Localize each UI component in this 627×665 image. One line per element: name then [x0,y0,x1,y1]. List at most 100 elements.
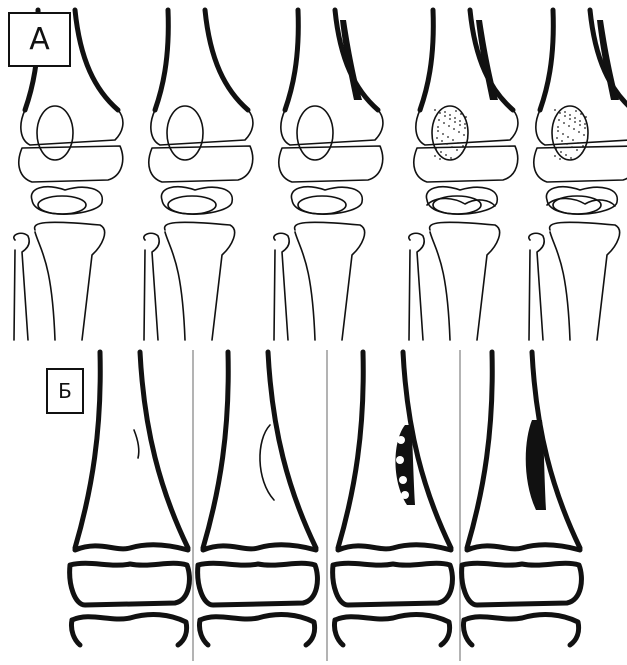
stipple-dot [561,140,563,142]
stipple-dot [456,149,458,151]
stipple-dot [569,114,571,116]
lesion-solid [526,420,546,510]
stipple-dot [579,124,581,126]
stipple-dot [563,122,565,124]
stipple-dot [574,121,576,123]
stipple-dot [453,128,455,130]
stage-b-1 [70,352,190,645]
panel-b-drawings [70,350,582,661]
femur-shaft-right [268,352,316,548]
epiphysis [70,563,190,605]
condyle-lesion-oval [37,106,73,160]
femur-shaft-left [420,10,433,110]
stipple-dot [565,154,567,156]
stage-a-2 [144,10,253,340]
stipple-dot [570,157,572,159]
panel-b-label: Б [46,368,84,414]
stipple-dot [439,158,441,160]
tibia-right-edge [550,222,620,340]
stipple-dot [451,146,453,148]
stipple-dot [464,127,466,129]
stipple-dot [450,157,452,159]
femur-shaft-left [540,10,553,110]
epiphysis [198,563,318,605]
epiphysis-inner [298,196,346,214]
stipple-dot [559,112,561,114]
condyle-lesion-oval [552,106,588,160]
stipple-dot [437,126,439,128]
tibia-right-edge [430,222,500,340]
fibula-shaft [409,250,410,340]
stipple-dot [460,113,462,115]
femoral-metaphysis [536,110,627,145]
stipple-dot [574,117,576,119]
stage-a-3 [274,10,383,340]
stipple-dot [584,123,586,125]
stipple-dot [585,116,587,118]
stipple-dot [444,115,446,117]
epiphysis-inner [168,196,216,214]
stipple-dot [434,155,436,157]
stipple-dot [445,154,447,156]
femoral-epiphysis [19,146,123,182]
stipple-dot [452,139,454,141]
stipple-dot [558,119,560,121]
stipple-dot [462,145,464,147]
tibia-right-edge [35,222,105,340]
stipple-dot [449,114,451,116]
stipple-dot [444,111,446,113]
femur-shaft-right [205,10,248,110]
stipple-dot [581,152,583,154]
physis-line [338,545,451,550]
stipple-dot [562,133,564,135]
fibula-head [409,233,424,340]
tibia-left-edge [165,232,185,340]
stipple-dot [455,110,457,112]
tibial-plateau [335,615,450,645]
panel-a-label: А [8,12,71,67]
tibial-plateau-left [334,620,343,645]
stipple-dot [579,120,581,122]
tibial-plateau [464,615,579,645]
stipple-dot [573,128,575,130]
femoral-epiphysis [279,146,383,182]
stipple-dot [454,117,456,119]
stipple-dot [459,124,461,126]
femur-shaft-left [155,10,168,110]
stipple-dot [434,109,436,111]
epiphysis [462,563,582,605]
stage-a-4 [409,10,518,340]
tibia-left-edge [295,232,315,340]
femur-shaft-left [338,352,363,548]
stipple-dot [443,122,445,124]
tibia-left-edge [35,232,55,340]
fibula-shaft [144,250,145,340]
fibula-head [274,233,289,340]
stipple-dot [436,137,438,139]
stage-b-2 [198,352,318,645]
stipple-dot [555,148,557,150]
lesion-lucency [397,436,405,444]
stipple-dot [439,112,441,114]
stipple-dot [560,151,562,153]
fibula-shaft [274,250,275,340]
stipple-dot [554,109,556,111]
femoral-epiphysis [414,146,518,182]
stage-a-5 [529,10,627,340]
physis-line [75,545,188,550]
femoral-epiphysis [534,146,627,182]
stipple-dot [556,137,558,139]
femur-shaft-right [140,352,188,548]
stipple-dot [435,148,437,150]
stipple-dot [557,126,559,128]
femur-shaft-right [75,10,118,110]
stipple-dot [449,118,451,120]
tibial-plateau-left [199,620,208,645]
femur-shaft-left [467,352,492,548]
lesion-outline [260,425,274,500]
femur-shaft-left [285,10,298,110]
stipple-dot [566,143,568,145]
stipple-dot [557,130,559,132]
stipple-dot [568,125,570,127]
